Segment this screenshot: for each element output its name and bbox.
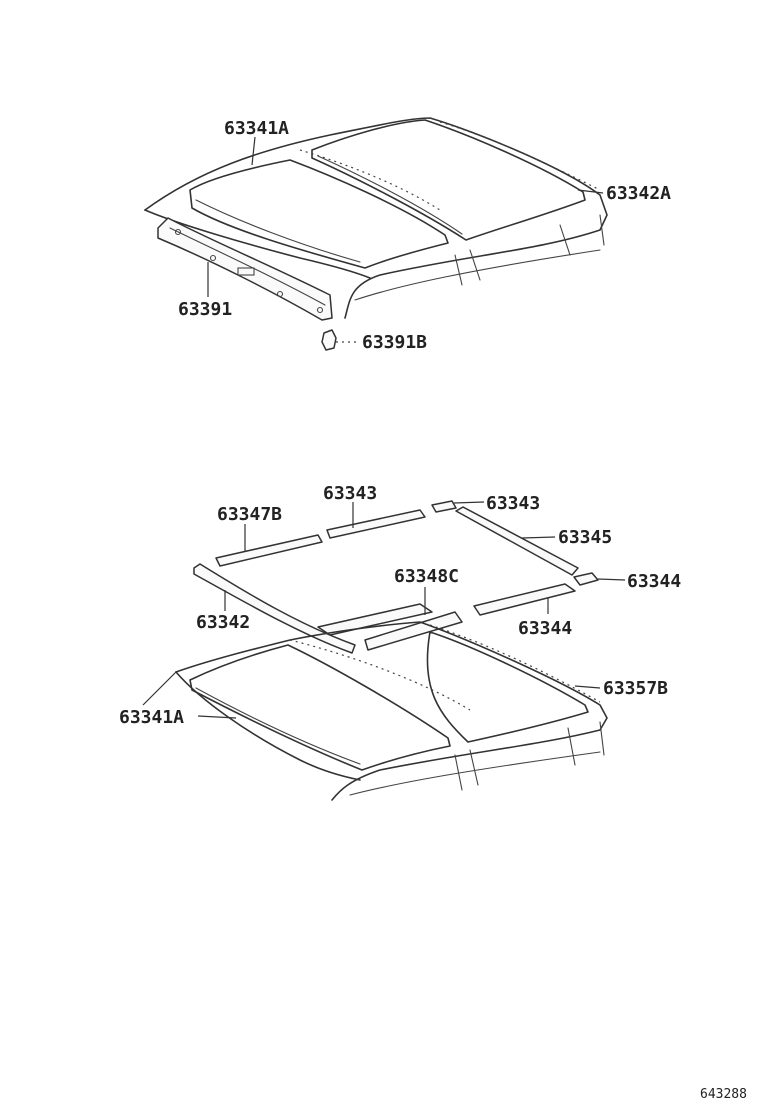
bottom-roof-assembly: 63343 63343 63347B 63345 63348C 63344 63… — [119, 483, 681, 801]
figure-number: 643288 — [700, 1087, 747, 1102]
bottom-front-panel — [189, 644, 451, 771]
leader-bot-63345 — [521, 536, 556, 539]
leader-bot-63344-a — [597, 578, 626, 581]
top-front-panel — [189, 159, 449, 269]
bottom-ridge-dash — [289, 639, 471, 711]
label-bot-63347B: 63347B — [217, 504, 282, 525]
top-rear-panel-inner — [317, 155, 463, 235]
bottom-pillar-2 — [469, 749, 479, 786]
top-roof-outline — [144, 117, 608, 319]
top-rail-slot — [237, 267, 255, 276]
label-top-63391: 63391 — [178, 299, 232, 320]
top-front-panel-inner — [195, 199, 361, 263]
label-bot-63348C: 63348C — [394, 566, 459, 587]
leader-top-63342A — [577, 189, 604, 194]
label-bot-63343-a: 63343 — [323, 483, 377, 504]
top-pillar-3 — [559, 224, 571, 256]
bottom-roof-rear — [175, 671, 361, 781]
label-bot-63342: 63342 — [196, 612, 250, 633]
part-63348C — [364, 611, 463, 651]
top-ridge-dash-a — [299, 149, 441, 211]
label-bot-63341A: 63341A — [119, 707, 184, 728]
label-top-63391B: 63391B — [362, 332, 427, 353]
bottom-roof-outline — [175, 621, 608, 801]
top-rail-hole-2 — [209, 254, 217, 262]
leader-top-63341A — [251, 136, 256, 166]
bottom-rear-panel — [426, 631, 589, 743]
top-rail-hole-4 — [316, 306, 324, 314]
label-top-63341A: 63341A — [224, 118, 289, 139]
top-rail-hole-1 — [174, 228, 182, 236]
top-clip-63391B — [321, 329, 337, 351]
top-rail-hole-3 — [276, 290, 284, 298]
top-ridge-dash-b — [439, 121, 601, 191]
leader-bot-63343-b — [453, 501, 485, 504]
bottom-lower-body — [349, 751, 601, 796]
top-pillar-4 — [599, 214, 605, 246]
top-rear-panel — [311, 119, 586, 241]
part-63344 — [473, 583, 576, 616]
leader-bot-63357B — [574, 685, 601, 689]
top-header-rail-groove — [169, 227, 326, 306]
label-bot-63344-b: 63344 — [518, 618, 572, 639]
bottom-pillar-3 — [567, 727, 576, 766]
bottom-pillar-1 — [454, 754, 463, 791]
label-bot-63344-a: 63344 — [627, 571, 681, 592]
leader-bot-63341A-a — [142, 671, 177, 706]
label-bot-63357B: 63357B — [603, 678, 668, 699]
part-63347B — [215, 534, 323, 567]
top-roof-assembly: 63341A 63342A 63391 63391B — [144, 117, 671, 353]
part-63343-left — [326, 509, 426, 539]
top-pillar-1 — [454, 254, 463, 286]
leader-bot-63341A-b — [197, 715, 237, 719]
bottom-ridge-dash-b — [429, 624, 601, 703]
part-63345 — [455, 506, 579, 576]
top-pillar-2 — [469, 249, 481, 281]
bottom-front-panel-inner — [195, 687, 361, 765]
part-63343-right — [431, 500, 457, 513]
part-63342 — [193, 563, 356, 654]
part-63344-clip — [573, 572, 599, 586]
top-lower-body — [354, 249, 601, 301]
part-63348C-top — [317, 603, 433, 636]
bottom-pillar-4 — [599, 721, 605, 756]
label-top-63342A: 63342A — [606, 183, 671, 204]
label-bot-63343-b: 63343 — [486, 493, 540, 514]
label-bot-63345: 63345 — [558, 527, 612, 548]
